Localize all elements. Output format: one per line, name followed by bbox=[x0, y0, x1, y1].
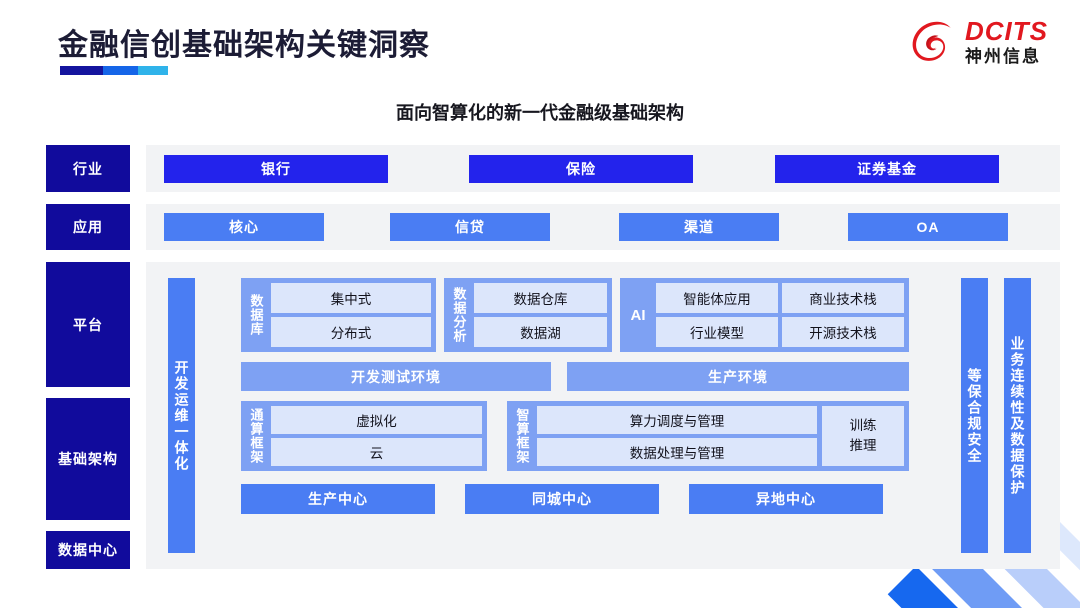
group-ai: AI 智能体应用 商业技术栈 行业模型 开源技术栈 bbox=[620, 278, 909, 352]
group-general-computing-framework: 通算框架 虚拟化 云 bbox=[241, 401, 487, 471]
bar-dev-test-environment[interactable]: 开发测试环境 bbox=[241, 362, 551, 391]
app-chip-credit[interactable]: 信贷 bbox=[390, 213, 550, 241]
group-label-general-framework: 通算框架 bbox=[248, 408, 264, 464]
vbar-business-continuity: 业务连续性及数据保护 bbox=[1004, 278, 1031, 553]
cell-compute-scheduling[interactable]: 算力调度与管理 bbox=[537, 406, 817, 434]
dcits-swirl-icon bbox=[912, 21, 951, 61]
industry-chip-securities-fund[interactable]: 证券基金 bbox=[775, 154, 999, 183]
cell-virtualization[interactable]: 虚拟化 bbox=[271, 406, 482, 434]
cell-centralized[interactable]: 集中式 bbox=[271, 283, 431, 313]
cell-cloud[interactable]: 云 bbox=[271, 438, 482, 466]
logo-en-text: DCITS bbox=[965, 16, 1048, 46]
cell-commercial-tech-stack[interactable]: 商业技术栈 bbox=[782, 283, 904, 313]
dc-chip-remote-center[interactable]: 异地中心 bbox=[689, 484, 883, 514]
logo-cn-text: 神州信息 bbox=[965, 47, 1041, 66]
platform-infrastructure-panel: 开发运维一体化 等保合规安全 业务连续性及数据保护 数据库 集中式 分布式 数据… bbox=[146, 262, 1060, 569]
inference-label: 推理 bbox=[849, 438, 877, 453]
industry-panel: 银行 保险 证券基金 bbox=[146, 145, 1060, 192]
page-title: 金融信创基础架构关键洞察 bbox=[58, 29, 430, 62]
title-underline-accent bbox=[60, 66, 168, 75]
app-chip-core[interactable]: 核心 bbox=[164, 213, 324, 241]
rail-label-platform: 平台 bbox=[46, 262, 130, 387]
rail-label-industry: 行业 bbox=[46, 145, 130, 192]
group-label-ai: AI bbox=[630, 306, 646, 324]
dc-chip-same-city-center[interactable]: 同城中心 bbox=[465, 484, 659, 514]
rail-label-application: 应用 bbox=[46, 204, 130, 250]
vbar-security-compliance: 等保合规安全 bbox=[961, 278, 988, 553]
cell-agent-application[interactable]: 智能体应用 bbox=[656, 283, 778, 313]
application-panel: 核心 信贷 渠道 OA bbox=[146, 204, 1060, 250]
cell-data-processing[interactable]: 数据处理与管理 bbox=[537, 438, 817, 466]
cell-opensource-tech-stack[interactable]: 开源技术栈 bbox=[782, 317, 904, 347]
platform-content-area: 数据库 集中式 分布式 数据分析 数据仓库 数据湖 AI 智能体应用 bbox=[241, 278, 940, 553]
app-chip-channel[interactable]: 渠道 bbox=[619, 213, 779, 241]
cell-distributed[interactable]: 分布式 bbox=[271, 317, 431, 347]
group-label-database: 数据库 bbox=[248, 294, 264, 336]
group-label-smart-framework: 智算框架 bbox=[514, 408, 530, 464]
industry-chip-bank[interactable]: 银行 bbox=[164, 154, 388, 183]
dcits-logo: DCITS 神州信息 bbox=[912, 18, 1048, 65]
group-smart-computing-framework: 智算框架 算力调度与管理 数据处理与管理 训练 推理 bbox=[507, 401, 909, 471]
cell-industry-model[interactable]: 行业模型 bbox=[656, 317, 778, 347]
train-label: 训练 bbox=[849, 418, 877, 434]
group-database: 数据库 集中式 分布式 bbox=[241, 278, 436, 352]
industry-chip-insurance[interactable]: 保险 bbox=[469, 154, 693, 183]
cell-data-lake[interactable]: 数据湖 bbox=[474, 317, 607, 347]
rail-label-datacenter: 数据中心 bbox=[46, 531, 130, 569]
cell-data-warehouse[interactable]: 数据仓库 bbox=[474, 283, 607, 313]
group-data-analysis: 数据分析 数据仓库 数据湖 bbox=[444, 278, 612, 352]
diagram-subtitle: 面向智算化的新一代金融级基础架构 bbox=[396, 103, 684, 123]
rail-label-infrastructure: 基础架构 bbox=[46, 398, 130, 520]
dc-chip-production-center[interactable]: 生产中心 bbox=[241, 484, 435, 514]
group-label-data-analysis: 数据分析 bbox=[451, 287, 467, 343]
cell-train-inference[interactable]: 训练 推理 bbox=[822, 406, 904, 466]
vbar-devops: 开发运维一体化 bbox=[168, 278, 195, 553]
bar-production-environment[interactable]: 生产环境 bbox=[567, 362, 909, 391]
app-chip-oa[interactable]: OA bbox=[848, 213, 1008, 241]
